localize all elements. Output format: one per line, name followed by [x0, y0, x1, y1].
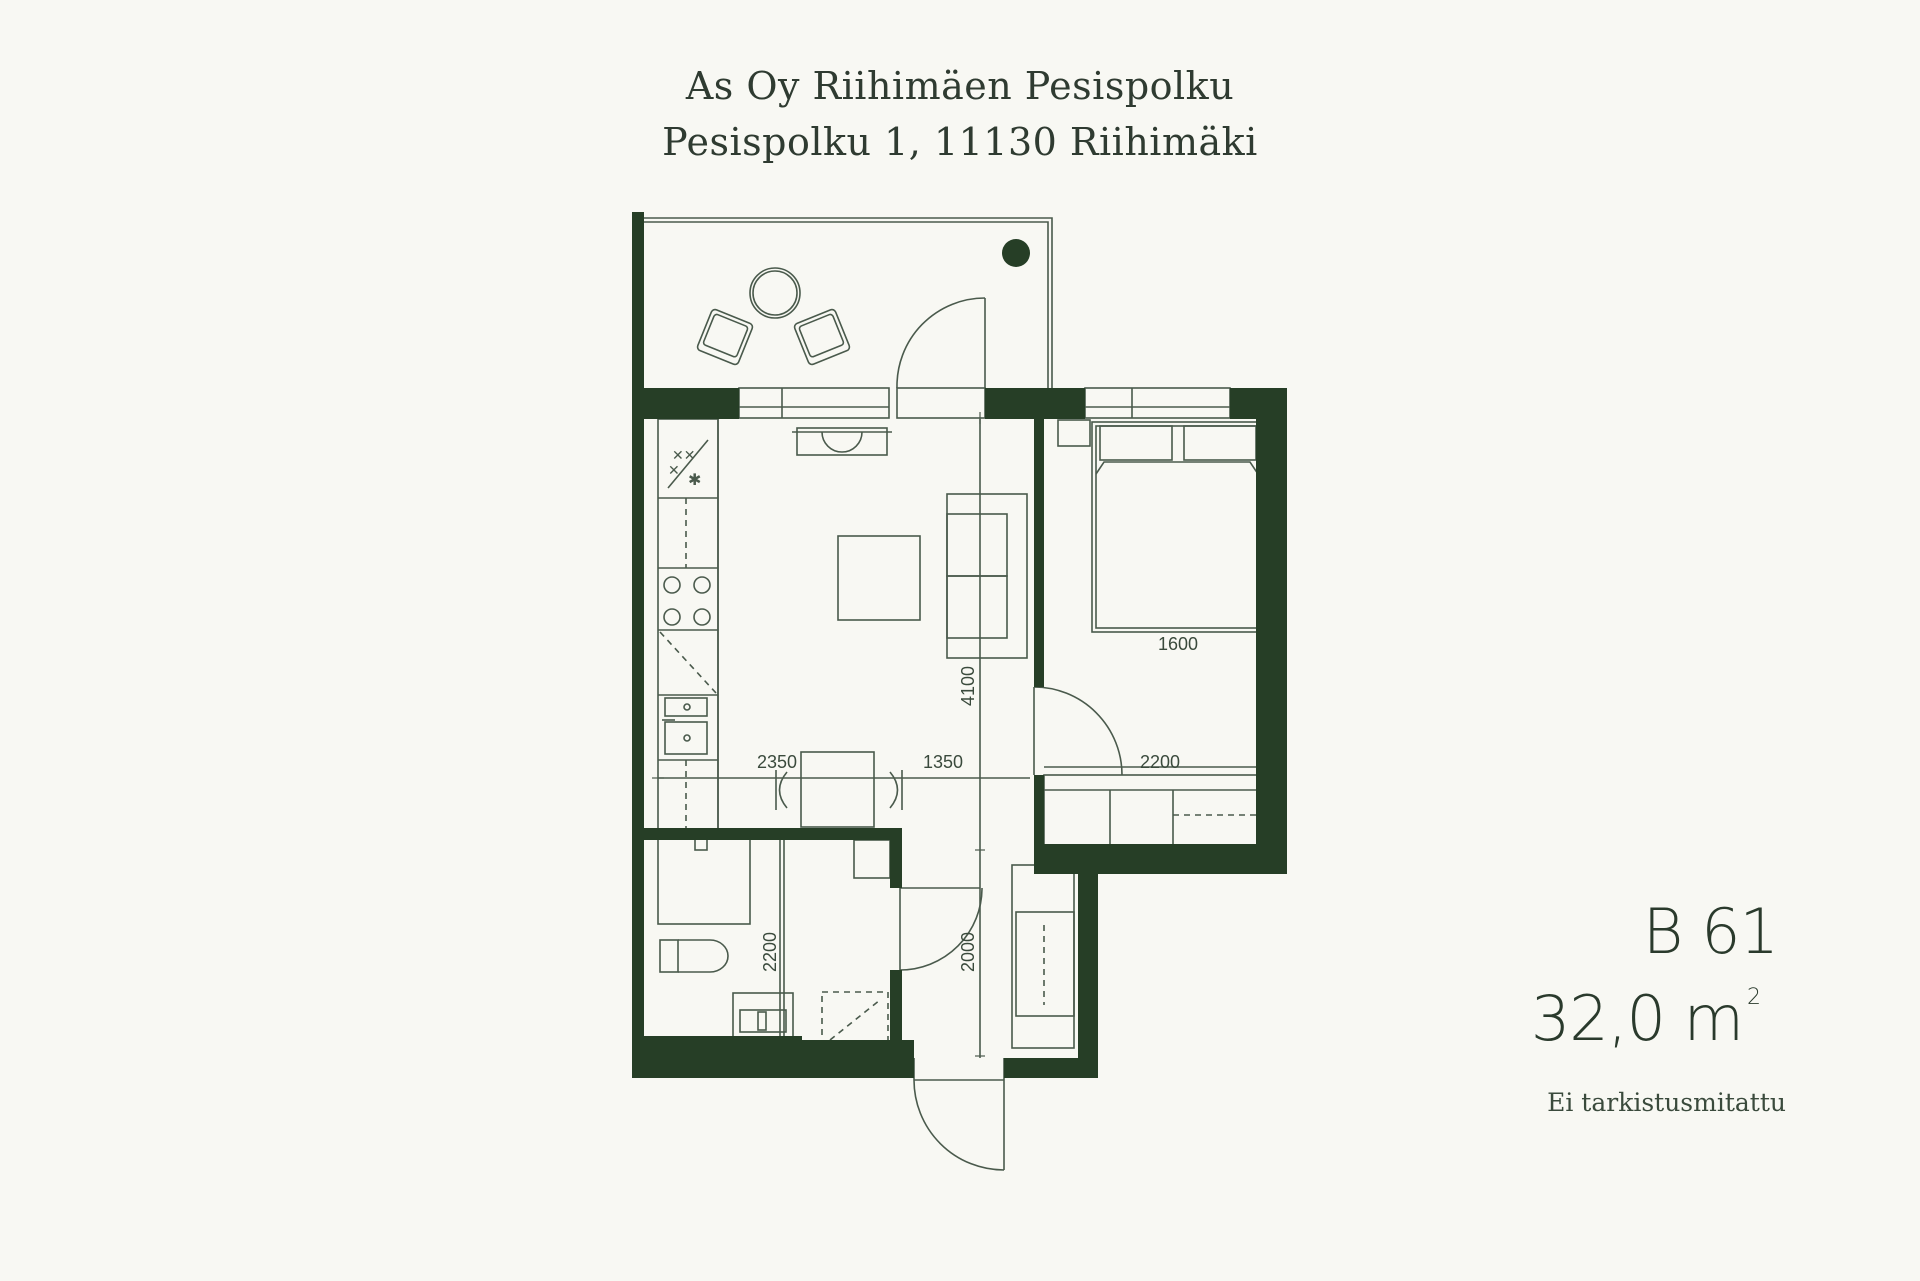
dim-kitchen-width: 2350: [757, 752, 797, 772]
balcony-door: [896, 297, 986, 389]
balcony: [640, 217, 1053, 389]
svg-text:✕: ✕: [668, 463, 680, 479]
bedroom: [1033, 419, 1263, 852]
walls: [632, 212, 1287, 1078]
svg-text:✕✕: ✕✕: [672, 448, 695, 464]
bathroom-door: [899, 887, 983, 971]
bedroom-door: [1033, 686, 1262, 776]
balcony-chair-left: [696, 308, 754, 366]
area-value: 32,0 m: [1530, 982, 1744, 1055]
hallway: [899, 864, 1075, 1171]
svg-text:✱: ✱: [688, 470, 701, 489]
living-room: [658, 419, 1030, 1058]
balcony-drain-icon: [1002, 239, 1030, 267]
street-address: Pesispolku 1, 11130 Riihimäki: [662, 120, 1258, 164]
kitchen: ✕✕ ✕ ✱: [657, 418, 719, 832]
tv-unit: [796, 427, 888, 456]
plan-header: As Oy Riihimäen Pesispolku Pesispolku 1,…: [0, 58, 1920, 170]
dim-bath-depth: 2200: [760, 932, 780, 972]
balcony-table: [749, 267, 801, 319]
stove-icon: [663, 576, 711, 626]
company-name: As Oy Riihimäen Pesispolku: [685, 64, 1235, 108]
wardrobe: [1043, 774, 1263, 852]
balcony-chair-right: [793, 308, 851, 366]
dim-bed-width: 1600: [1158, 634, 1198, 654]
dimension-lines: [652, 412, 985, 1057]
dim-hall-depth: 2000: [958, 932, 978, 972]
measurement-note: Ei tarkistusmitattu: [1547, 1088, 1786, 1117]
dim-bedroom-width: 2200: [1140, 752, 1180, 772]
shower: [657, 837, 751, 925]
dim-living-width: 1350: [923, 752, 963, 772]
area-unit-power: 2: [1747, 985, 1761, 1010]
apartment-id: B 61: [1642, 895, 1779, 968]
hall-closet: [1011, 864, 1075, 1049]
north-windows: [738, 387, 1231, 419]
coffee-table: [837, 535, 921, 621]
sofa: [946, 493, 1028, 659]
sink-icon: [662, 697, 708, 755]
bed: [1091, 421, 1263, 633]
entrance-door: [913, 1058, 1005, 1171]
dining-table: [775, 751, 903, 828]
toilet-icon: [659, 939, 729, 973]
dim-living-depth: 4100: [958, 666, 978, 706]
